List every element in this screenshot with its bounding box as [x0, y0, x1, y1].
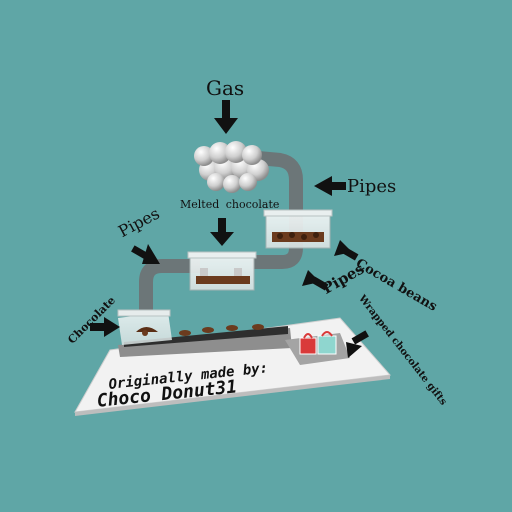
arrow-chocolate	[90, 317, 120, 337]
arrow-pipes-right	[314, 176, 346, 196]
arrow-melted	[210, 218, 234, 246]
base-plate-edge	[75, 375, 390, 416]
conveyor-belt	[118, 324, 292, 357]
arrow-pipes-lower	[302, 270, 329, 291]
melting-box	[187, 251, 257, 291]
arrow-cocoa	[334, 240, 359, 261]
chocolate-dispenser	[117, 309, 172, 345]
arrow-gas	[214, 100, 238, 134]
label-gas: Gas	[206, 76, 245, 100]
cocoa-box	[263, 209, 333, 249]
gift-tray	[285, 331, 350, 365]
arrow-pipes-left	[131, 244, 160, 264]
gas-cloud	[194, 141, 269, 193]
pipe-lower	[139, 259, 200, 310]
arrow-gifts	[346, 330, 369, 358]
label-pipes-right: Pipes	[347, 176, 397, 197]
label-melted-chocolate: Melted chocolate	[180, 198, 280, 211]
